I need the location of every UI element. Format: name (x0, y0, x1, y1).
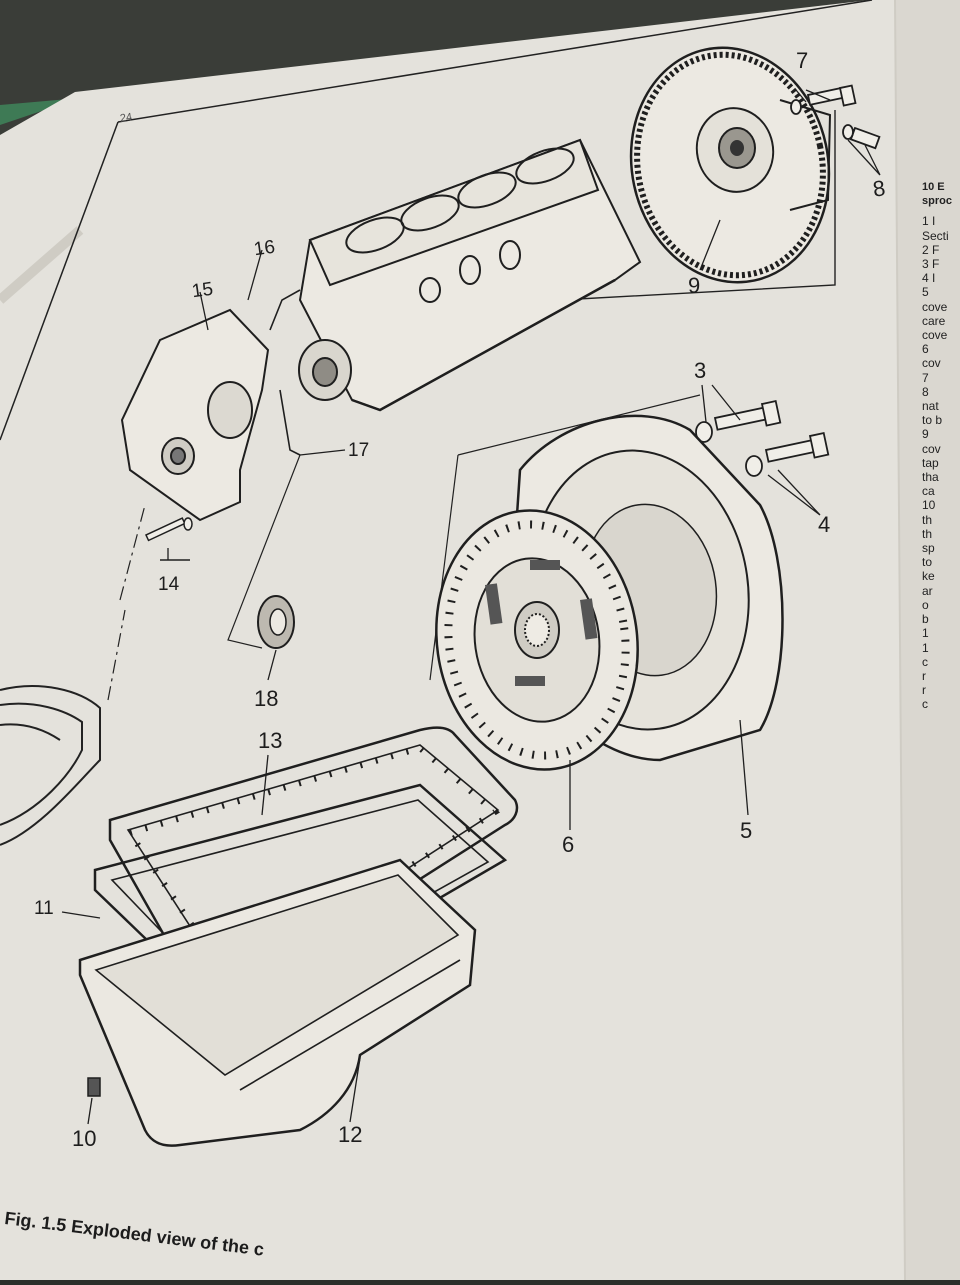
oil-seal (257, 595, 295, 649)
callout-14: 14 (158, 574, 180, 595)
clutch-bracket (429, 394, 701, 681)
column-line: 1 I (922, 214, 936, 229)
oil-sump (78, 858, 477, 1147)
column-line: ca (922, 484, 935, 499)
page-right-column (895, 0, 960, 1280)
callout-16: 16 (252, 236, 277, 261)
column-line: cove (922, 299, 948, 314)
column-line: b (922, 612, 929, 627)
engine-block (298, 138, 642, 412)
column-line: 6 (922, 342, 929, 357)
column-line: nat (922, 399, 939, 414)
column-line: 2 F (922, 242, 940, 257)
column-line: o (922, 597, 929, 612)
leader-lines (61, 89, 881, 1125)
timing-cover (120, 308, 270, 522)
column-line: cov (922, 356, 941, 371)
callout-10: 10 (72, 1126, 97, 1151)
column-line: Secti (922, 228, 949, 243)
column-line: tha (922, 470, 939, 485)
drain-plug (87, 1077, 101, 1097)
column-line: cove (922, 328, 948, 343)
callout-4: 4 (818, 512, 831, 537)
column-line: ar (922, 583, 933, 598)
callout-9: 9 (688, 273, 701, 298)
callout-7: 7 (796, 48, 809, 73)
flywheel (629, 46, 832, 284)
cover-bolt (145, 517, 193, 561)
column-line: r (922, 683, 926, 698)
callout-15: 15 (190, 278, 215, 303)
column-line: 4 I (922, 271, 936, 286)
callout-18: 18 (254, 686, 279, 711)
column-line: 3 F (922, 257, 940, 272)
callout-11: 11 (34, 898, 54, 919)
column-line: 9 (922, 427, 929, 442)
clutch-disc (435, 509, 639, 771)
column-line: sp (922, 541, 935, 556)
column-line: c (922, 654, 928, 669)
callout-13: 13 (258, 728, 283, 753)
column-line: 10 (922, 498, 936, 513)
column-line: tap (922, 455, 939, 470)
section-heading: 10 E sproc (922, 181, 952, 208)
callout-3: 3 (694, 358, 707, 383)
callout-6: 6 (562, 832, 575, 857)
column-line: th (922, 526, 933, 541)
column-line: c (922, 697, 928, 712)
page-number: 24 (119, 111, 134, 125)
clutch-bolts (695, 400, 830, 477)
column-line: 7 (922, 370, 929, 385)
flywheel-leader (559, 110, 836, 301)
column-line: to b (922, 413, 943, 428)
callout-5: 5 (740, 818, 753, 843)
gearbox-bell-housing (0, 685, 101, 846)
column-line: 1 (922, 640, 929, 655)
flywheel-bolts (790, 84, 881, 150)
column-line: 8 (922, 384, 929, 399)
column-line: ke (922, 569, 935, 584)
column-line: to (922, 555, 933, 570)
callout-12: 12 (338, 1122, 363, 1147)
column-line: r (922, 668, 926, 683)
column-line: cov (922, 441, 941, 456)
column-line: care (922, 313, 946, 328)
column-line: 5 (922, 285, 929, 300)
column-line: 1 (922, 626, 929, 641)
callout-17: 17 (348, 440, 370, 461)
timing-gasket (269, 289, 301, 456)
column-line: th (922, 512, 933, 527)
